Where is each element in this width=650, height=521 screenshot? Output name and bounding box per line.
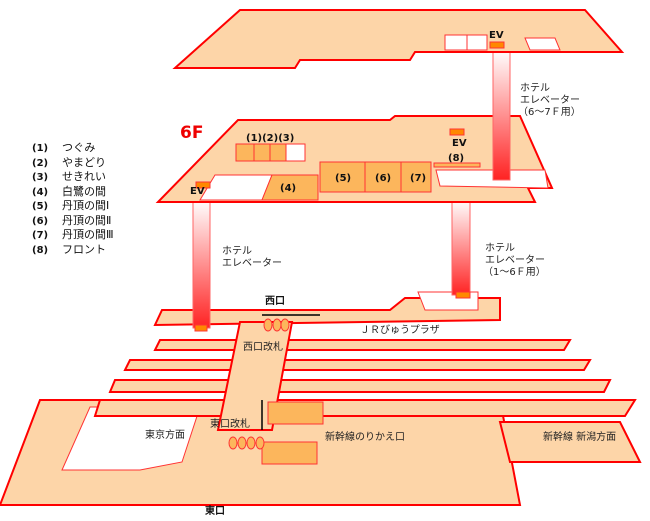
room-label-6: (6) <box>375 173 391 184</box>
ev-label-left: EV <box>190 186 205 197</box>
elevator-shaft-upper <box>492 49 511 181</box>
east-gate-label: 東口改札 <box>210 417 250 430</box>
legend-item: (6)丹頂の間Ⅱ <box>32 213 112 227</box>
shinkansen-transfer-label: 新幹線のりかえ口 <box>325 430 405 443</box>
legend-item: (3)せきれい <box>32 170 106 183</box>
room-label-1-3: (1)(2)(3) <box>246 133 294 144</box>
east-exit-label: 東口 <box>205 504 225 517</box>
legend-item: (8)フロント <box>32 242 106 256</box>
room-legend: (1)つぐみ (2)やまどり (3)せきれい (4)白鷺の間 (5)丹頂の間Ⅰ … <box>32 141 114 257</box>
tokyo-direction-label: 東京方面 <box>145 428 185 441</box>
svg-text:（1～6Ｆ用）: （1～6Ｆ用） <box>483 266 546 278</box>
room-label-4: (4) <box>280 183 296 194</box>
floor-label: 6F <box>180 123 203 143</box>
ground-floor <box>0 291 642 506</box>
svg-text:エレベーター: エレベーター <box>520 94 580 106</box>
room-label-7: (7) <box>410 173 426 184</box>
legend-item: (2)やまどり <box>32 155 106 169</box>
room-label-5: (5) <box>335 173 351 184</box>
floor-7f <box>172 9 625 69</box>
svg-text:エレベーター: エレベーター <box>222 257 282 269</box>
svg-text:ホテル: ホテル <box>485 242 515 254</box>
legend-item: (7)丹頂の間Ⅲ <box>32 228 114 241</box>
ev-label-7f: EV <box>489 30 504 41</box>
svg-text:エレベーター: エレベーター <box>485 254 545 266</box>
elevator-shaft-left <box>192 199 211 329</box>
west-exit-label: 西口 <box>265 295 285 307</box>
legend-item: (5)丹頂の間Ⅰ <box>32 199 110 212</box>
svg-text:（6～7Ｆ用）: （6～7Ｆ用） <box>518 106 581 118</box>
room-label-8: (8) <box>448 153 464 164</box>
legend-item: (1)つぐみ <box>32 141 96 154</box>
jr-plaza-label: ＪＲびゅうプラザ <box>360 324 440 336</box>
niigata-direction-label: 新幹線 新潟方面 <box>543 430 616 443</box>
ev-label-right: EV <box>452 138 467 149</box>
legend-item: (4)白鷺の間 <box>32 184 106 198</box>
west-gate-label: 西口改札 <box>243 340 283 353</box>
elevator-shaft-right <box>451 199 471 296</box>
svg-text:ホテル: ホテル <box>222 245 252 257</box>
svg-text:ホテル: ホテル <box>520 82 550 94</box>
floor-6f <box>155 115 554 203</box>
